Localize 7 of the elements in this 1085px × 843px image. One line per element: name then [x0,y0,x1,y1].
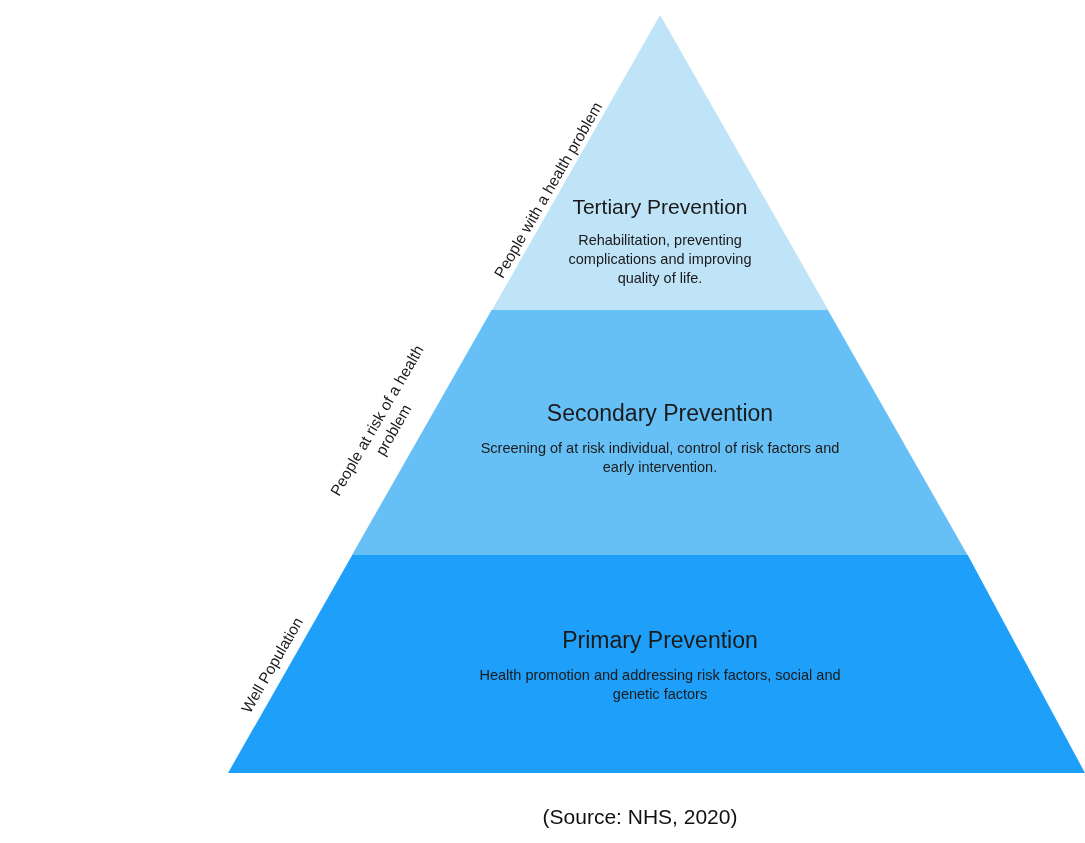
tier-heading: Primary Prevention [562,627,758,654]
tier-heading: Tertiary Prevention [572,195,748,219]
tier-description: Rehabilitation, preventing complications and improving quality of life. [567,231,753,288]
tier-heading: Secondary Prevention [546,400,774,427]
tier-description: Screening of at risk individual, control of risk factors and early intervention. [479,439,841,477]
caption: (Source: NHS, 2020) [542,805,738,829]
tier-description: Health promotion and addressing risk factors, social and genetic factors [478,666,842,704]
